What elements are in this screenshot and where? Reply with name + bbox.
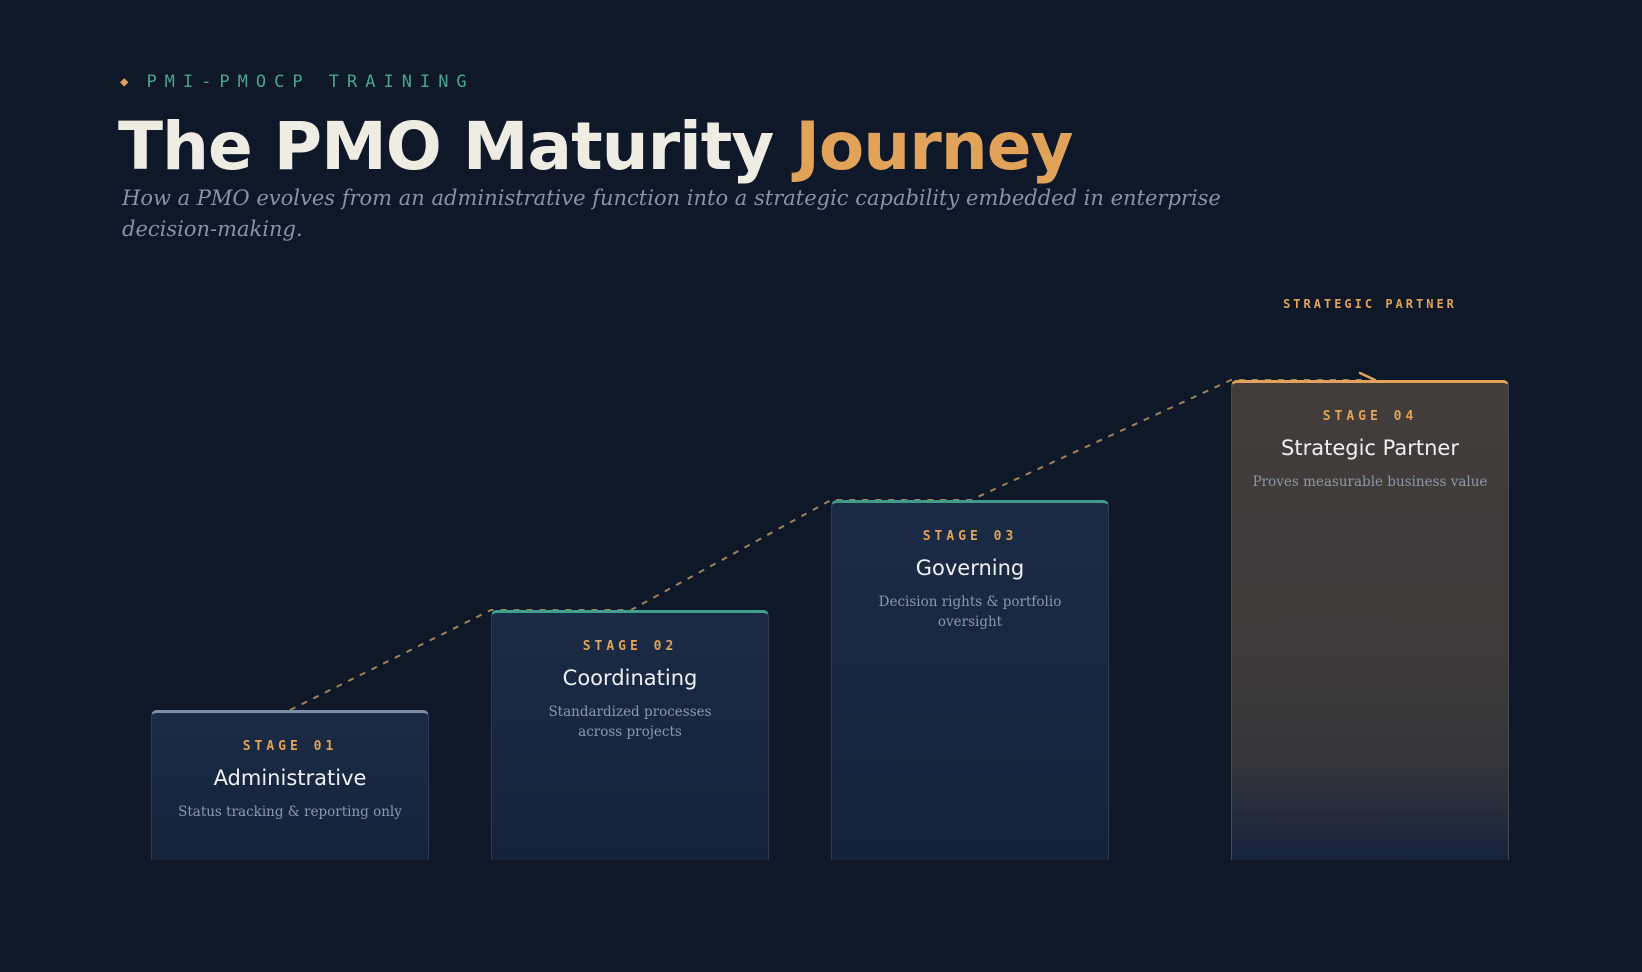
page-subtitle: How a PMO evolves from an administrative… bbox=[122, 186, 1221, 241]
stage-description: Standardized processes across projects bbox=[548, 704, 712, 740]
stage-name: Administrative bbox=[213, 766, 367, 790]
stage-description: Decision rights & portfolio oversight bbox=[878, 594, 1062, 630]
stage-description: Status tracking & reporting only bbox=[178, 804, 402, 820]
stage-card-strategic-partner: STAGE 04 Strategic Partner Proves measur… bbox=[1231, 380, 1509, 860]
stage-number: STAGE 03 bbox=[922, 529, 1018, 544]
stage-card-coordinating: STAGE 02 Coordinating Standardized proce… bbox=[491, 610, 769, 860]
title-accent: Journey bbox=[795, 108, 1073, 185]
title-main: The PMO Maturity bbox=[118, 108, 774, 185]
stage-name: Strategic Partner bbox=[1281, 436, 1459, 460]
eyebrow-text: PMI-PMOCP TRAINING bbox=[146, 72, 475, 92]
stage-number: STAGE 01 bbox=[242, 739, 338, 754]
stage-number: STAGE 04 bbox=[1322, 409, 1418, 424]
stage-number: STAGE 02 bbox=[582, 639, 678, 654]
page-title: The PMO Maturity Journey bbox=[118, 108, 1074, 185]
diamond-icon: ◆ bbox=[120, 74, 129, 90]
top-stage-label: STRATEGIC PARTNER bbox=[1283, 297, 1457, 311]
stage-description: Proves measurable business value bbox=[1252, 474, 1488, 490]
stage-name: Governing bbox=[915, 556, 1025, 580]
maturity-path-line bbox=[289, 379, 1365, 711]
stage-card-governing: STAGE 03 Governing Decision rights & por… bbox=[831, 500, 1109, 860]
eyebrow: ◆ PMI-PMOCP TRAINING bbox=[120, 72, 475, 92]
stage-name: Coordinating bbox=[562, 666, 698, 690]
stage-card-administrative: STAGE 01 Administrative Status tracking … bbox=[151, 710, 429, 860]
